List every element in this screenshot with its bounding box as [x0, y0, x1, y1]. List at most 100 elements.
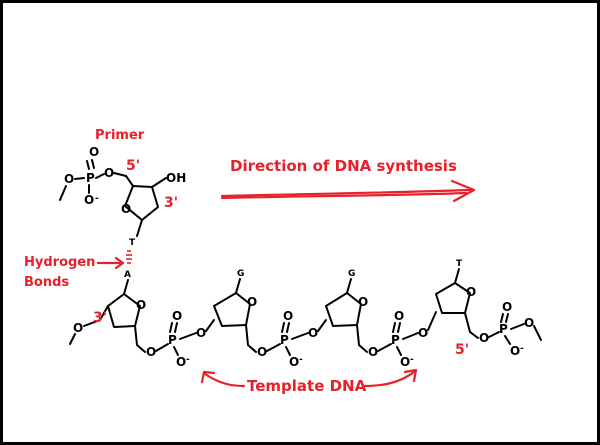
template-2-o5: O: [257, 345, 267, 359]
primer-methyl-bond: [59, 185, 67, 201]
primer-o5-c5-bond: [113, 172, 127, 177]
primer-5prime-label: 5': [126, 158, 140, 174]
primer-phosphate-o-bottom: O: [84, 193, 94, 207]
direction-arrowhead: [450, 179, 476, 203]
phosphate-1-o-bottom-bond: [173, 346, 179, 356]
phosphate-4-methyl-bond: [533, 325, 542, 341]
phosphate-3-o-top: O: [394, 309, 404, 323]
phosphate-4-o-right: O: [524, 316, 534, 330]
direction-label: Direction of DNA synthesis: [230, 157, 457, 175]
phosphate-2-double-2: [286, 322, 290, 333]
phosphate-3-double-1: [392, 322, 396, 333]
primer-3prime-oh: OH: [166, 171, 186, 185]
primer-phosphate-o-top: O: [89, 145, 99, 159]
primer-label: Primer: [95, 128, 145, 143]
template-strand: A O O 3' O P O O - O G O O P O: [69, 259, 542, 369]
template-2-o3-c3-bond: [205, 319, 215, 332]
primer-c1-base-bond: [136, 219, 143, 237]
template-4-c4-c5-bond: [464, 312, 471, 333]
template-2-sugar-ring: [213, 292, 251, 327]
template-5prime-label: 5': [455, 342, 469, 358]
direction-arrow-line-2: [220, 191, 468, 200]
template-1-c5-o5-bond: [136, 344, 146, 353]
template-1-o5-p-bond: [155, 343, 169, 352]
phosphate-3-double-2: [397, 322, 401, 333]
phosphate-2-minus: -: [299, 355, 303, 365]
template-arrowhead-left: [200, 370, 216, 384]
template-3-o5: O: [368, 345, 378, 359]
phosphate-4-double-1: [500, 313, 504, 323]
template-dna-label: Template DNA: [247, 377, 367, 395]
hydrogen-label-line2: Bonds: [24, 275, 69, 290]
template-3-o5-p-bond: [377, 343, 392, 352]
primer-o-p-bond-left: [74, 177, 85, 180]
template-2-c4-c5-bond: [245, 324, 249, 346]
primer-phosphate-o-left: O: [64, 172, 74, 186]
template-3-c4-c5-bond: [356, 324, 360, 346]
phosphate-2-o-bottom-bond: [285, 346, 291, 356]
template-4-c5-o5-bond: [469, 331, 479, 339]
template-4-sugar-ring: [435, 282, 471, 314]
template-3-o3: O: [308, 326, 318, 340]
template-4-o3: O: [418, 326, 428, 340]
template-3-c5-o5-bond: [358, 344, 368, 353]
template-base-4: T: [456, 259, 463, 269]
template-1-c4-c5-bond: [134, 325, 138, 346]
template-3-ring-oxygen: O: [358, 295, 368, 309]
primer-minus-charge: -: [95, 194, 99, 204]
phosphate-4-minus: -: [520, 344, 524, 354]
phosphate-4-o-top: O: [502, 300, 512, 314]
template-1-base-bond: [123, 279, 129, 295]
template-4-o5-p-bond: [488, 331, 500, 338]
phosphate-2-o3-bond: [291, 332, 309, 340]
template-1-o3-bond: [83, 319, 101, 327]
template-4-o3-c3-bond: [427, 311, 437, 331]
dna-synthesis-diagram: O P O O - O O OH T 5' 3' Primer Directio…: [24, 128, 542, 395]
phosphate-3-p: P: [391, 333, 400, 347]
template-arrow-right-line: [362, 370, 416, 388]
phosphate-2-double-1: [281, 322, 285, 333]
template-3prime-label: 3': [93, 310, 107, 326]
template-2-o3: O: [196, 326, 206, 340]
template-3-sugar-ring: [325, 292, 362, 327]
phosphate-3-o3-bond: [402, 332, 419, 340]
primer-c3-oh-bond: [151, 177, 167, 188]
primer-phosphorus: P: [86, 171, 95, 185]
phosphate-2-p: P: [280, 333, 289, 347]
phosphate-1-o-top: O: [172, 309, 182, 323]
template-2-ring-oxygen: O: [247, 295, 257, 309]
template-1-c3-o-bond: [99, 305, 109, 321]
template-arrow-left-line: [203, 372, 246, 388]
primer-o5: O: [104, 166, 114, 180]
template-2-c5-o5-bond: [247, 344, 257, 353]
template-1-o5: O: [146, 345, 156, 359]
hydrogen-label-line1: Hydrogen: [24, 255, 95, 270]
primer-p-o5-bond: [95, 173, 105, 179]
phosphate-1-p: P: [168, 333, 177, 347]
phosphate-1-o3-bond: [179, 332, 197, 340]
template-1-ring-oxygen: O: [136, 298, 146, 312]
phosphate-4-o-bottom-bond: [504, 335, 511, 345]
phosphate-4-o-bottom: O: [510, 344, 520, 358]
template-base-1: A: [124, 270, 131, 280]
primer-nucleotide: O P O O - O O OH T 5' 3': [59, 145, 186, 248]
phosphate-4-o-right-bond: [510, 323, 525, 330]
template-4-base-bond: [454, 268, 460, 284]
hydrogen-arrowhead: [114, 256, 125, 270]
phosphate-3-o-bottom: O: [400, 355, 410, 369]
template-4-o5: O: [479, 331, 489, 345]
direction-arrow-line: [220, 188, 472, 198]
template-3-base-bond: [346, 278, 352, 294]
phosphate-2-o-top: O: [283, 309, 293, 323]
template-3-o3-c3-bond: [317, 319, 327, 332]
primer-sugar-ring: [124, 185, 159, 221]
template-1-sugar-ring: [107, 293, 141, 328]
phosphate-1-minus: -: [186, 355, 190, 365]
phosphate-1-double-2: [174, 322, 178, 333]
primer-ring-oxygen: O: [121, 202, 131, 216]
phosphate-1-double-1: [169, 322, 173, 333]
phosphate-3-minus: -: [410, 355, 414, 365]
primer-p-o-double-bond: [91, 159, 95, 169]
phosphate-1-o-bottom: O: [176, 355, 186, 369]
